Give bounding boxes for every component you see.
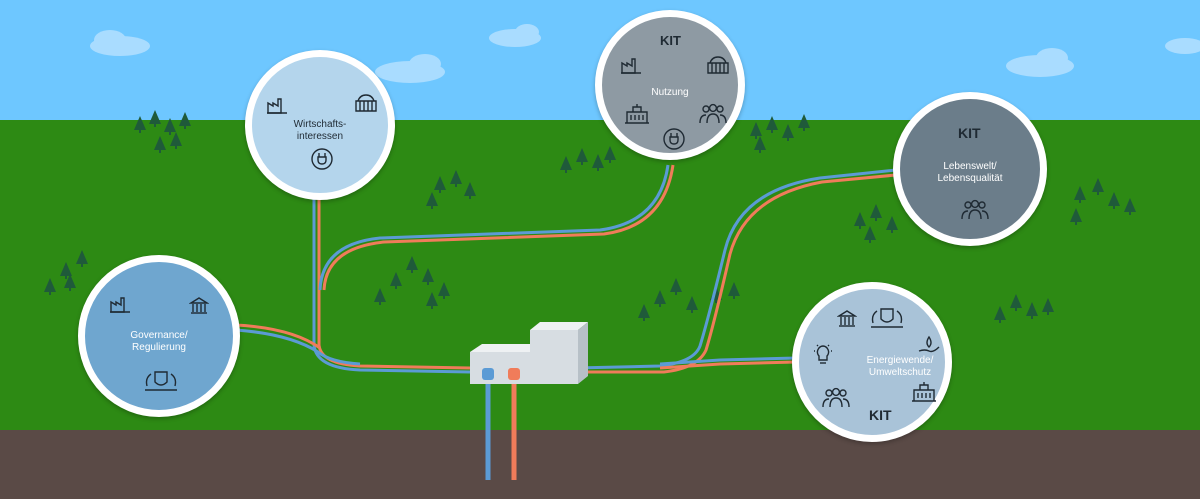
kit-logo: KIT [958,125,981,141]
lightbulb-icon [813,343,833,372]
city-hall-icon [624,103,650,130]
kit-logo: KIT [660,33,681,48]
hub-nutzung: KIT Nutzung [595,10,745,160]
bank-icon [188,296,210,321]
bank-icon [836,309,858,334]
hub-energiewende-label: Energiewende/ Umweltschutz [866,355,934,378]
factory-icon [620,55,642,80]
factory-icon [266,95,288,120]
factory-icon [109,294,131,319]
plug-icon [310,147,334,176]
hub-governance-label: Governance/ Regulierung [130,330,188,353]
hub-wirtschaftsinteressen: Wirtschafts- interessen [245,50,395,200]
hub-lebenswelt: KIT Lebenswelt/ Lebensqualität [893,92,1047,246]
hub-wirtschaft-label: Wirtschafts- interessen [293,119,347,142]
farm-field-icon [706,55,730,80]
farm-field-icon [354,93,378,118]
kit-logo: KIT [869,407,892,423]
hub-governance: Governance/ Regulierung [78,255,240,417]
geothermal-plant [470,322,588,384]
state-crest-icon [141,368,181,397]
people-icon [960,199,990,226]
clouds [90,24,1200,83]
hub-energiewende: Energiewende/ Umweltschutz KIT [792,282,952,442]
city-hall-icon [911,381,937,408]
hub-nutzung-label: Nutzung [651,87,689,98]
people-icon [698,103,728,130]
soil-layer [0,430,1200,499]
plug-icon [662,127,686,156]
pipe-network [235,164,897,480]
state-crest-icon [867,305,907,334]
hand-leaf-icon [917,335,941,362]
people-icon [821,387,851,414]
hub-lebenswelt-label: Lebenswelt/ Lebensqualität [937,161,1003,184]
